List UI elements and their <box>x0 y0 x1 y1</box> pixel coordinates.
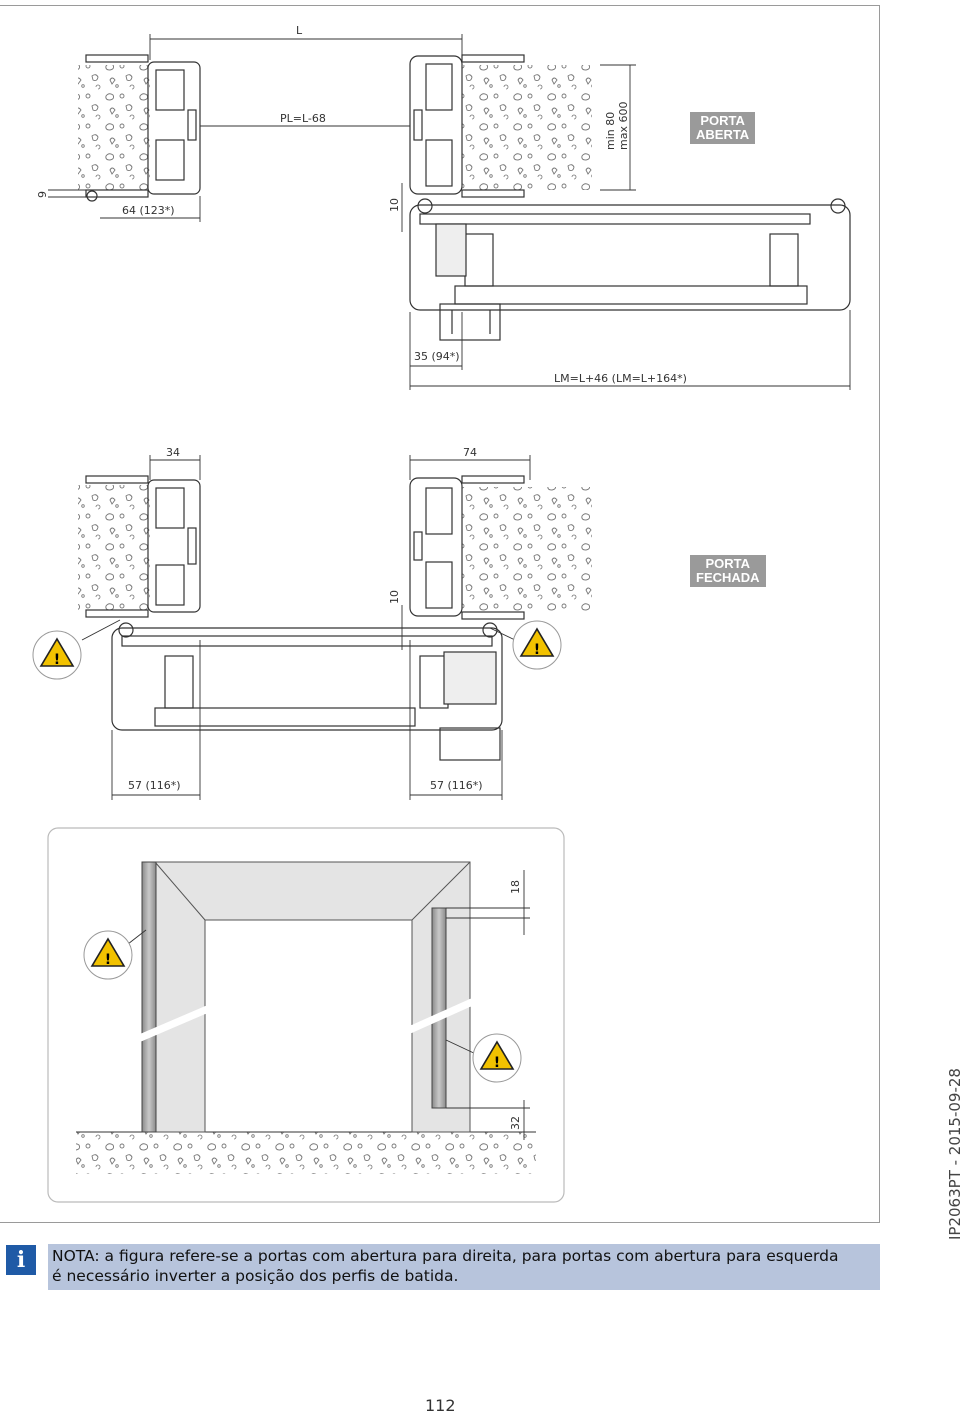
badge-aberta-line1: PORTA <box>700 113 745 128</box>
right-jamb-closed <box>409 475 525 620</box>
dim-9: 9 <box>36 191 49 198</box>
dim-10-closed: 10 <box>388 590 401 604</box>
wall-right-closed <box>462 487 592 612</box>
dimension-lines-front <box>446 870 530 1140</box>
rail-right <box>431 907 447 1109</box>
dim-LM: LM=L+46 (LM=L+164*) <box>554 372 687 385</box>
dim-32: 32 <box>509 1116 522 1130</box>
badge-fechada-line1: PORTA <box>705 556 751 571</box>
right-jamb-profile <box>409 54 525 198</box>
door-leaf-closed <box>111 622 503 761</box>
dimension-lines-closed <box>111 455 531 800</box>
info-icon: i <box>6 1245 36 1275</box>
open-door-plan: L PL=L-68 64 (123*) 9 10 min 80 max 600 … <box>36 24 851 390</box>
dimension-lines-open <box>48 34 851 390</box>
badge-porta-aberta: PORTA ABERTA <box>690 112 756 144</box>
page-number: 112 <box>425 1396 456 1415</box>
note-box: NOTA: a figura refere-se a portas com ab… <box>48 1244 880 1290</box>
door-leaf-open <box>409 198 851 341</box>
warning-callout-front-left: ! <box>83 929 147 980</box>
dim-57-right: 57 (116*) <box>430 779 483 792</box>
left-jamb-profile <box>85 54 201 202</box>
dim-min: min 80 <box>604 112 617 150</box>
dim-max: max 600 <box>617 102 630 150</box>
dim-35: 35 (94*) <box>414 350 460 363</box>
note-line2: é necessário inverter a posição dos perf… <box>52 1267 459 1285</box>
warning-callout-left: ! <box>32 619 121 680</box>
warning-callout-right: ! <box>489 620 562 670</box>
badge-porta-fechada: PORTA FECHADA <box>690 555 766 587</box>
document-code: IP2063PT - 2015-09-28 <box>946 1068 960 1240</box>
left-jamb-closed <box>85 475 201 618</box>
dim-10-open: 10 <box>388 198 401 212</box>
warning-icon <box>519 627 555 657</box>
svg-text:!: ! <box>105 952 111 968</box>
svg-text:!: ! <box>494 1055 500 1071</box>
dim-18: 18 <box>509 880 522 894</box>
warning-icon <box>479 1040 515 1070</box>
dim-74: 74 <box>463 446 477 459</box>
svg-text:!: ! <box>54 652 60 668</box>
wall-left-closed <box>78 485 150 610</box>
front-view: 18 32 ! ! <box>47 827 565 1203</box>
badge-fechada-line2: FECHADA <box>696 570 760 585</box>
drawing-frame <box>0 5 880 1223</box>
closed-door-plan: 34 74 10 57 (116*) 57 (116*) ! ! <box>32 446 592 800</box>
dim-57-left: 57 (116*) <box>128 779 181 792</box>
rail-left <box>141 861 157 1133</box>
ground <box>76 1132 536 1174</box>
wall-right-open <box>462 65 592 190</box>
badge-aberta-line2: ABERTA <box>696 127 750 142</box>
warning-icon <box>39 637 75 667</box>
warning-icon <box>90 937 126 967</box>
warning-callout-front-right: ! <box>445 1033 522 1083</box>
svg-text:!: ! <box>534 642 540 658</box>
dim-64: 64 (123*) <box>122 204 175 217</box>
dim-34: 34 <box>166 446 180 459</box>
dim-L: L <box>296 24 303 37</box>
wall-left-open <box>78 65 150 190</box>
note-line1: NOTA: a figura refere-se a portas com ab… <box>52 1247 839 1265</box>
dim-PL: PL=L-68 <box>280 112 326 125</box>
